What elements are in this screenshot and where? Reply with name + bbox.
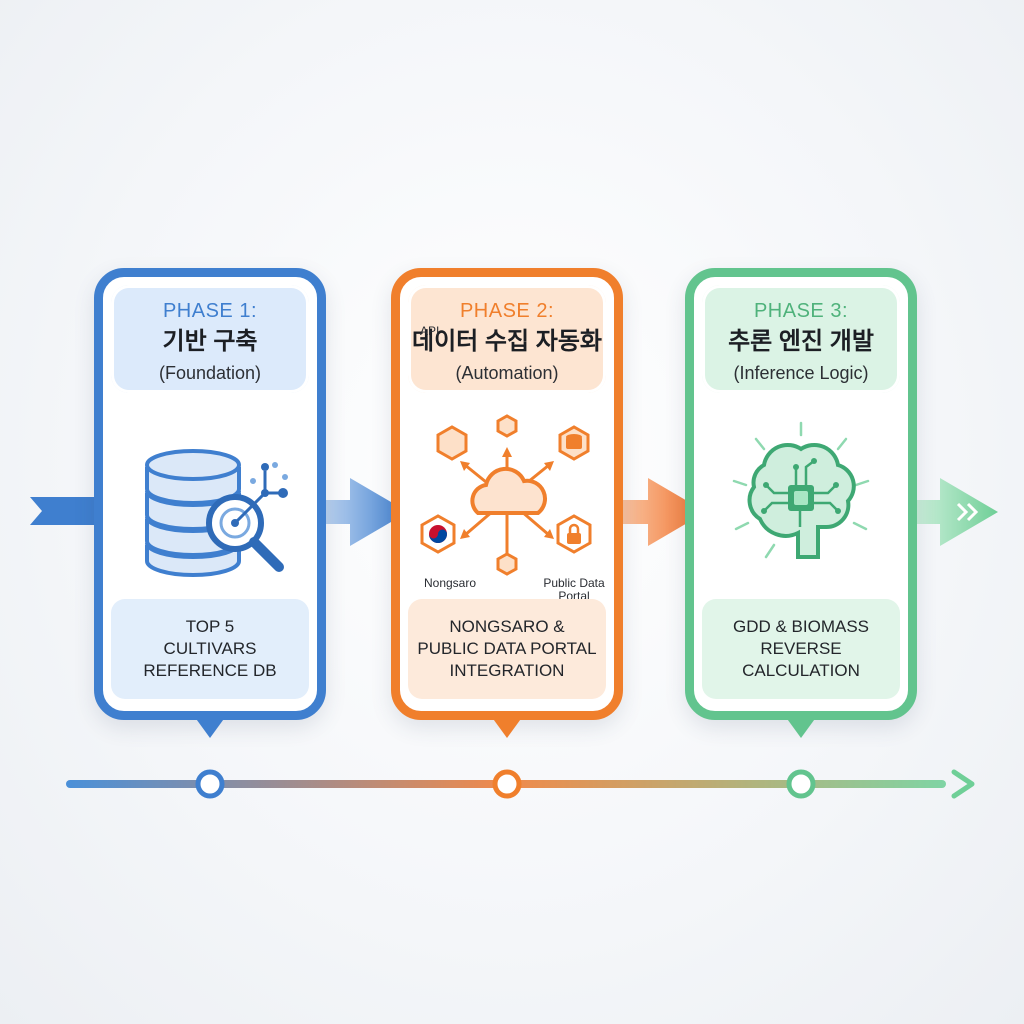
phase-1-title-en: (Foundation) <box>158 363 262 383</box>
phase-3-number: PHASE 3: <box>753 300 849 322</box>
timeline-node-2 <box>492 769 522 799</box>
phase-2-title-kr: 데이터 수집 자동화 <box>412 328 602 355</box>
exit-arrow <box>905 478 998 546</box>
phase-3-title-en: (Inference Logic) <box>733 363 869 383</box>
phase-2-title-en: (Automation) <box>455 363 559 383</box>
phase-1-title-kr: 기반 구축 <box>162 328 258 355</box>
arrow-phase2-to-phase3 <box>610 478 706 546</box>
phase-2-description: NONGSARO & PUBLIC DATA PORTAL INTEGRATIO… <box>408 599 606 699</box>
api-hexagon <box>436 425 468 461</box>
database-search-icon <box>145 449 288 577</box>
phase-1-pointer <box>194 716 226 738</box>
phase-3-description: GDD & BIOMASS REVERSE CALCULATION <box>702 599 900 699</box>
phase-2-card: PHASE 2: 데이터 수집 자동화 (Automation) <box>391 268 623 720</box>
phase-1-number: PHASE 1: <box>162 300 258 322</box>
phase-2-number: PHASE 2: <box>459 300 555 322</box>
timeline-node-3 <box>786 769 816 799</box>
phase-3-header: PHASE 3: 추론 엔진 개발 (Inference Logic) <box>702 285 900 393</box>
timeline-node-1 <box>195 769 225 799</box>
entry-arrow <box>30 497 98 525</box>
nongsaro-source-label: Nongsaro <box>423 576 477 590</box>
ai-brain-chip-icon <box>732 421 870 559</box>
api-label: API <box>420 324 440 338</box>
phase-3-title-kr: 추론 엔진 개발 <box>728 328 874 355</box>
timeline <box>66 769 975 799</box>
phase-3-card: PHASE 3: 추론 엔진 개발 (Inference Logic) <box>685 268 917 720</box>
cloud-api-network-icon <box>420 414 592 576</box>
arrow-phase1-to-phase2 <box>312 478 408 546</box>
phase-2-pointer <box>491 716 523 738</box>
phase-1-description: TOP 5 CULTIVARS REFERENCE DB <box>111 599 309 699</box>
phase-3-pointer <box>785 716 817 738</box>
phase-1-header: PHASE 1: 기반 구축 (Foundation) <box>111 285 309 393</box>
phase-2-header: PHASE 2: 데이터 수집 자동화 (Automation) <box>408 285 606 393</box>
phase-1-card: PHASE 1: 기반 구축 (Foundation) <box>94 268 326 720</box>
